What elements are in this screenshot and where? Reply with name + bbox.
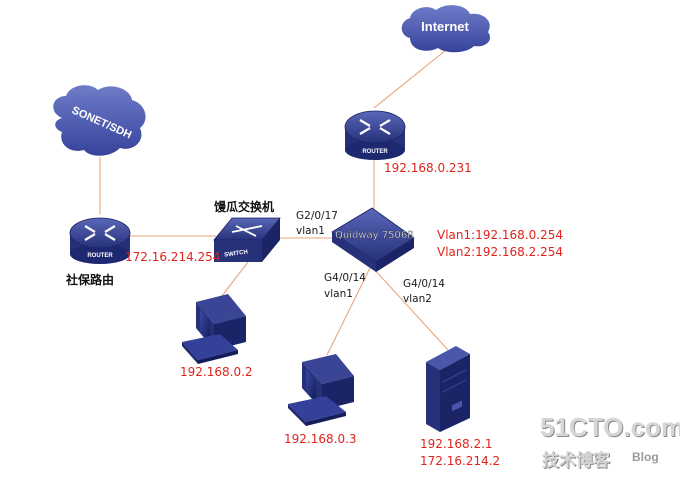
link-core-server — [372, 267, 449, 351]
internet-label: Internet — [421, 19, 469, 34]
g2-port-label: G2/0/17 — [296, 210, 338, 222]
watermark: 51CTO.com 技术博客 Blog — [540, 412, 680, 474]
router-left: ROUTER — [69, 217, 131, 264]
sonet-cloud: SONET/SDH — [53, 85, 146, 156]
switch-label: SWITCH — [224, 249, 248, 258]
pc2-ip-label: 192.168.0.3 — [284, 432, 357, 446]
router-top: ROUTER — [344, 110, 406, 160]
core-switch: Quidway 7506R — [331, 207, 415, 272]
left-link-ip: 172.16.214.254 — [125, 250, 220, 264]
g4-14b-port-label: G4/0/14 — [403, 278, 445, 290]
left-router-name: 社保路由 — [65, 272, 114, 287]
link-core-pc2 — [326, 267, 371, 356]
g4-14a-vlan-label: vlan1 — [324, 288, 353, 300]
server — [426, 346, 470, 432]
vlan1-ip-label: Vlan1:192.168.0.254 — [437, 228, 563, 242]
router-top-ip: 192.168.0.231 — [384, 161, 472, 175]
g2-vlan-label: vlan1 — [296, 225, 325, 237]
links — [99, 45, 452, 356]
pc-2 — [288, 354, 354, 426]
core-model-label: Quidway 7506R — [335, 230, 414, 241]
router-arrows-icon — [84, 225, 116, 241]
router-arrows-icon — [359, 119, 391, 135]
g4-14b-vlan-label: vlan2 — [403, 293, 432, 305]
pc-1 — [182, 294, 246, 364]
switch-name-label: 馒瓜交换机 — [214, 199, 274, 214]
server-ip1-label: 192.168.2.1 — [420, 437, 493, 451]
watermark-blog: Blog — [632, 450, 659, 464]
internet-cloud: Internet — [401, 5, 491, 53]
router-left-label: ROUTER — [87, 253, 113, 259]
switch-arrows-icon — [231, 225, 263, 237]
switch-device: SWITCH — [213, 217, 281, 262]
watermark-brand: 51CTO.com — [540, 412, 680, 442]
vlan2-ip-label: Vlan2:192.168.2.254 — [437, 245, 563, 259]
server-ip2-label: 172.16.214.2 — [420, 454, 500, 468]
pc1-ip-label: 192.168.0.2 — [180, 365, 253, 379]
g4-14a-port-label: G4/0/14 — [324, 272, 366, 284]
link-internet-router — [373, 45, 452, 109]
watermark-sub: 技术博客 — [542, 451, 610, 471]
router-top-label: ROUTER — [362, 149, 388, 155]
